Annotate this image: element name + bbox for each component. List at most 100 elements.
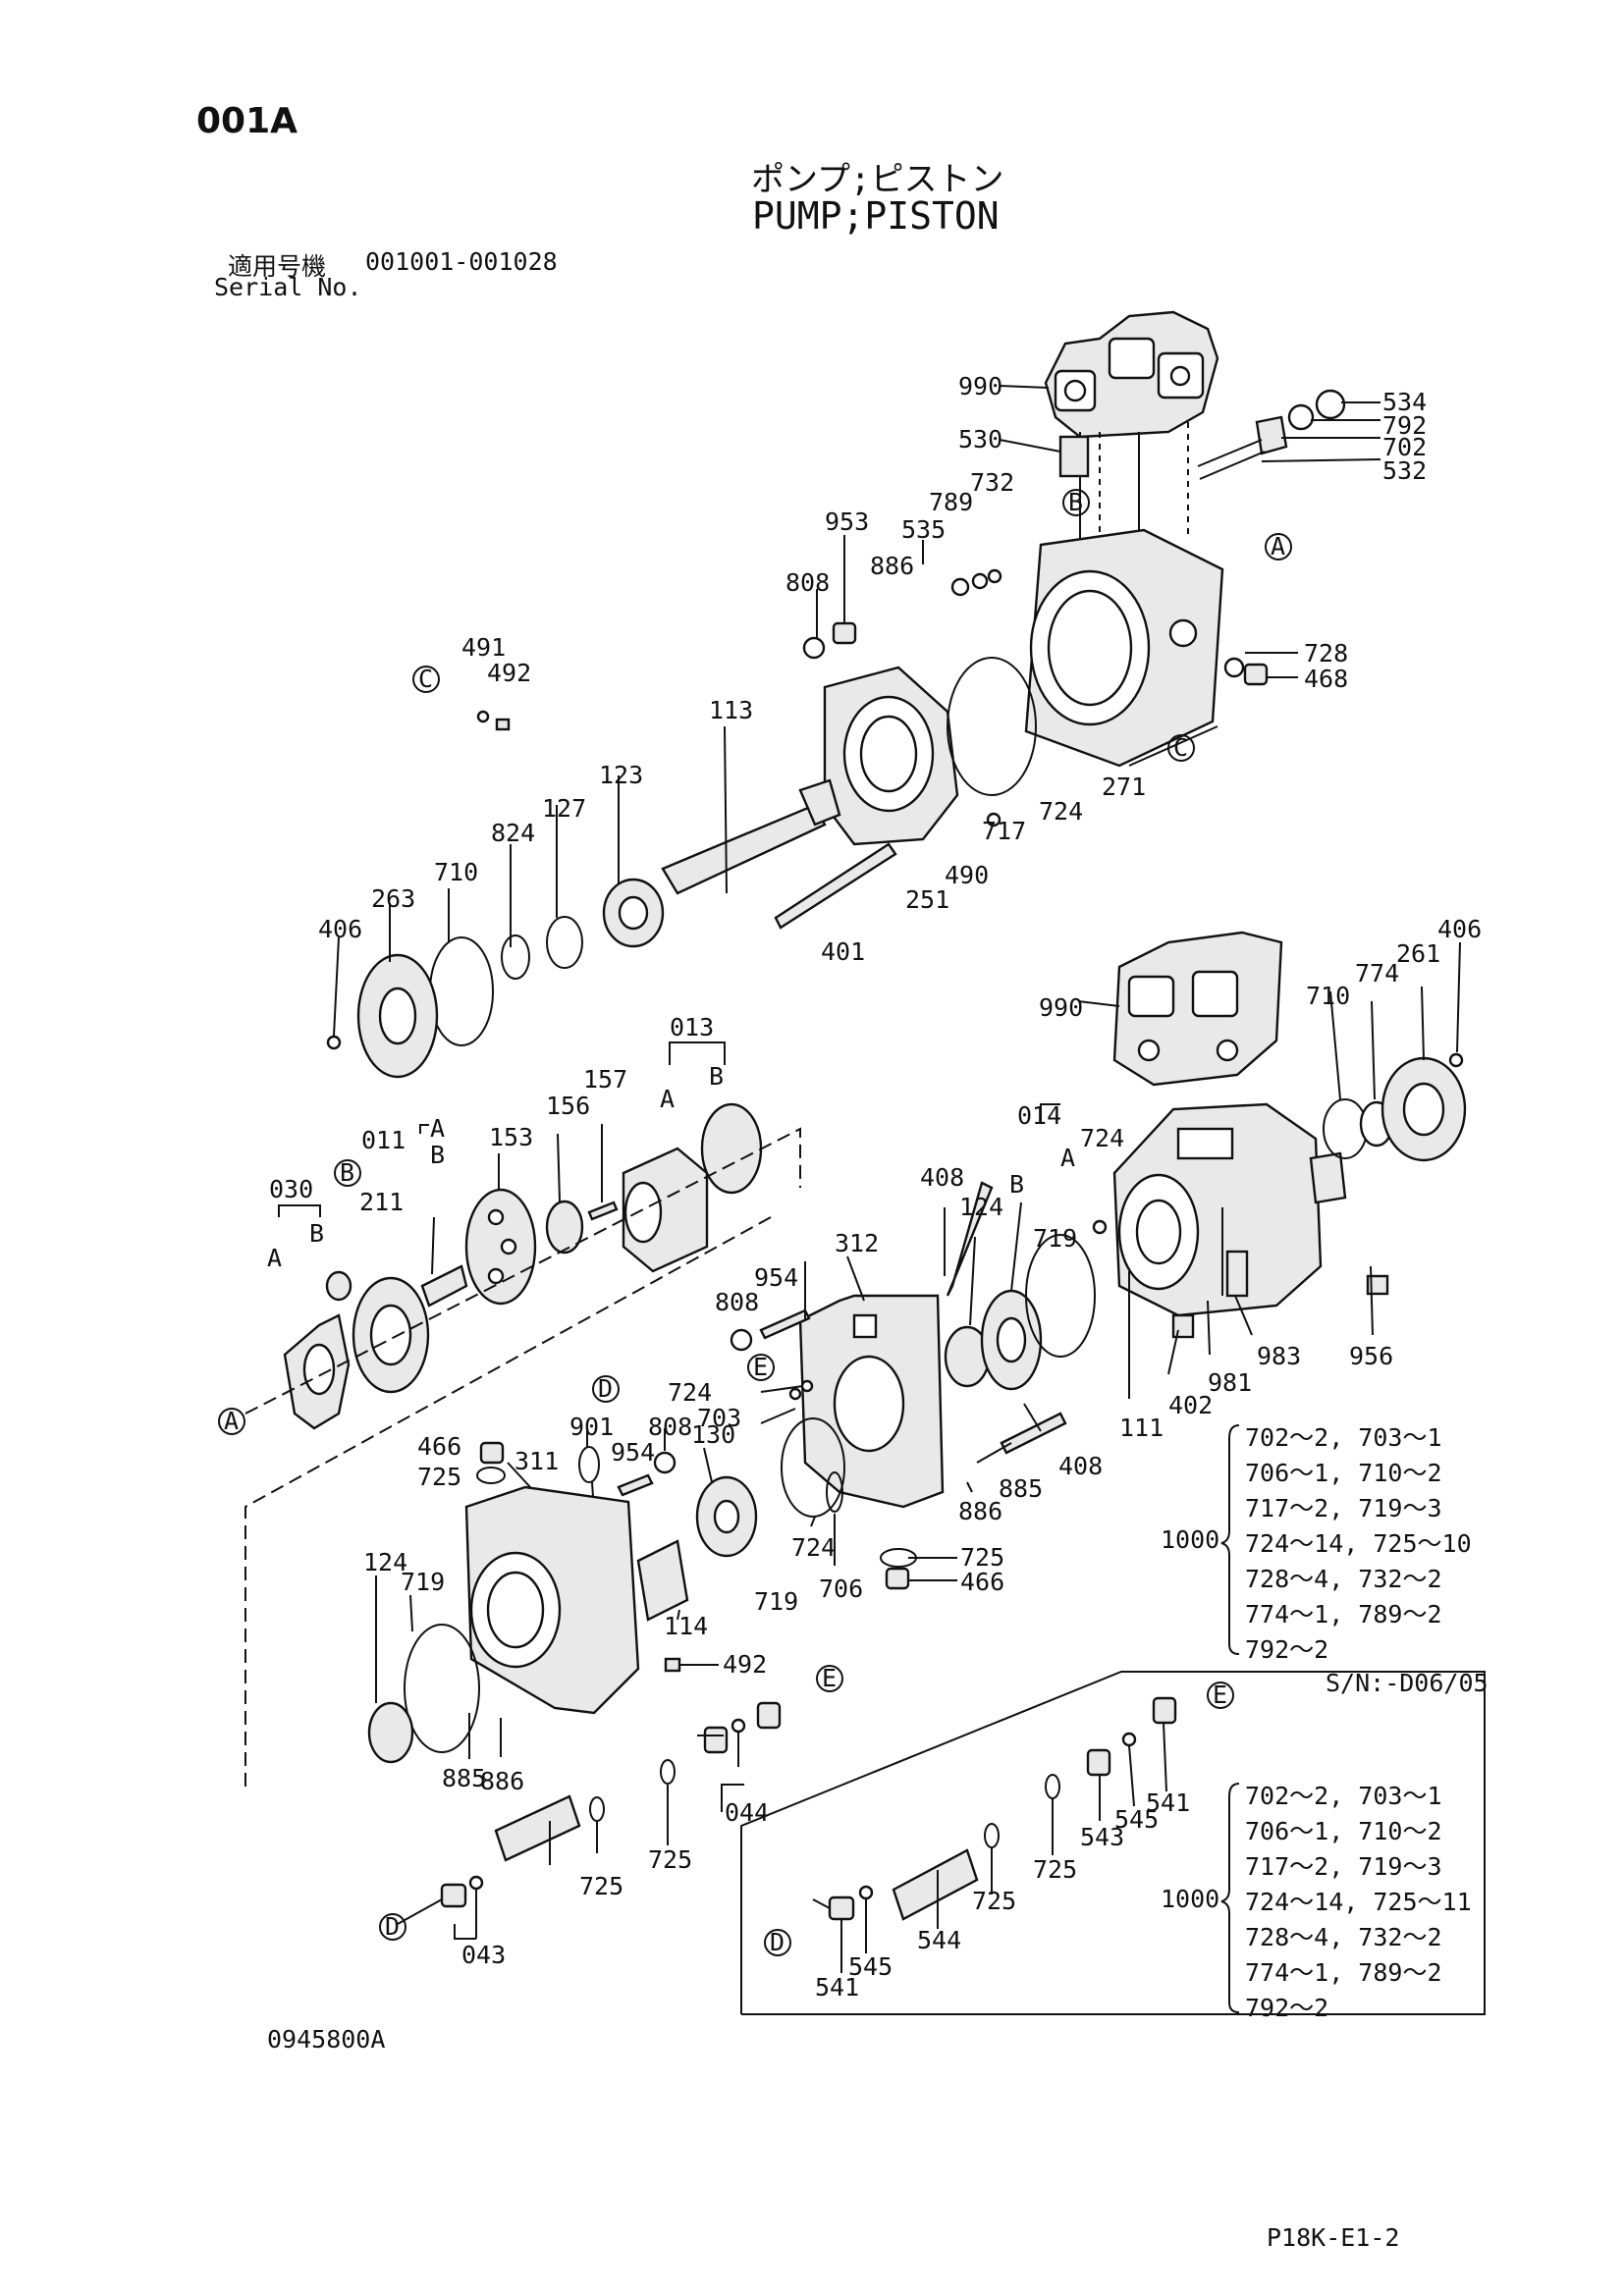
callout-030: 030 — [269, 1175, 313, 1203]
part-492-top — [495, 718, 511, 731]
part-466-left — [479, 1441, 505, 1465]
part-535 — [950, 577, 970, 597]
kit-brace-upper — [1220, 1424, 1240, 1655]
callout-808b: 808 — [715, 1288, 759, 1316]
part-728 — [1223, 657, 1245, 678]
part-127 — [546, 916, 583, 969]
callout-719a: 719 — [1033, 1224, 1077, 1253]
housing-311 — [464, 1485, 640, 1715]
callout-251: 251 — [905, 885, 949, 914]
callout-263: 263 — [371, 884, 415, 913]
serial-label-japanese: 適用号機 — [228, 252, 327, 281]
callout-545a: 545 — [1114, 1805, 1159, 1834]
letter-014-A: A — [1060, 1144, 1075, 1172]
kit-lower-qty: 1000 — [1161, 1885, 1220, 1913]
callout-886c: 886 — [480, 1767, 524, 1795]
letter-014-B: B — [1009, 1170, 1024, 1199]
part-808-mid — [730, 1328, 753, 1352]
callout-014: 014 — [1017, 1101, 1061, 1130]
bracket-014 — [1040, 1103, 1060, 1124]
part-703 — [788, 1387, 802, 1401]
callout-808c: 808 — [648, 1413, 692, 1441]
callout-789: 789 — [929, 488, 973, 516]
part-530 — [1058, 435, 1090, 478]
callout-123: 123 — [599, 761, 643, 789]
bracket-011 — [419, 1124, 429, 1134]
title-english: PUMP;PISTON — [752, 194, 1000, 238]
bolt-408-bottom — [1000, 1412, 1067, 1455]
letter-013-B: B — [709, 1062, 724, 1091]
part-719-right — [1025, 1234, 1096, 1358]
part-406-right — [1448, 1052, 1464, 1068]
callout-312: 312 — [835, 1229, 879, 1257]
part-956 — [1366, 1274, 1389, 1296]
regulator-990-middle — [1112, 931, 1283, 1087]
part-406-left — [326, 1035, 342, 1050]
bolt-401 — [774, 842, 897, 930]
callout-774: 774 — [1355, 959, 1399, 988]
kit-lower-line: 702～2, 703～1 — [1245, 1782, 1442, 1810]
callout-885a: 885 — [999, 1474, 1043, 1503]
marker-D-housing: D — [598, 1374, 613, 1403]
kit-lower-list: 702～2, 703～1 706～1, 710～2 717～2, 719～3 7… — [1245, 1779, 1472, 2026]
part-124-left — [367, 1701, 414, 1764]
part-261-seal-cover — [1380, 1056, 1467, 1162]
callout-717: 717 — [982, 817, 1026, 845]
marker-D-541: D — [770, 1928, 785, 1956]
marker-E-312: E — [753, 1353, 768, 1381]
callout-157: 157 — [583, 1065, 627, 1094]
callout-702: 702 — [1382, 433, 1427, 461]
kit-frame-lower — [740, 1671, 1486, 2015]
part-824 — [501, 934, 530, 980]
callout-725c: 725 — [648, 1845, 692, 1874]
callout-311: 311 — [514, 1447, 559, 1475]
callout-124b: 124 — [363, 1548, 407, 1576]
callout-408a: 408 — [920, 1163, 964, 1192]
part-545-lower — [858, 1885, 874, 1900]
callout-124a: 124 — [959, 1193, 1003, 1221]
part-710-left — [429, 936, 494, 1046]
marker-D-043: D — [385, 1912, 400, 1941]
serial-range: 001001-001028 — [365, 247, 558, 276]
callout-724d: 724 — [791, 1533, 836, 1562]
marker-A-swash: A — [224, 1407, 239, 1435]
callout-013: 013 — [670, 1013, 714, 1041]
marker-C-casing: C — [1173, 733, 1188, 762]
callout-541b: 541 — [815, 1973, 859, 2002]
part-719-left — [404, 1624, 480, 1753]
valve-plate-014 — [980, 1289, 1043, 1391]
part-954-lower — [617, 1473, 654, 1497]
kit-upper-line: 724～14, 725～10 — [1245, 1529, 1472, 1558]
callout-466b: 466 — [960, 1568, 1004, 1596]
assembly-541-545 — [1086, 1696, 1177, 1777]
callout-954b: 954 — [611, 1438, 655, 1467]
kit-upper-line: 717～2, 719～3 — [1245, 1494, 1442, 1522]
callout-535: 535 — [901, 515, 946, 544]
part-732 — [987, 568, 1002, 584]
callout-211: 211 — [359, 1188, 404, 1216]
regulator-990-top — [1044, 310, 1219, 550]
kit-upper-qty: 1000 — [1161, 1525, 1220, 1554]
pump-casing-271 — [1024, 528, 1224, 768]
valve-plate-013-B — [700, 1102, 763, 1195]
kit-upper-line: 702～2, 703～1 — [1245, 1423, 1442, 1452]
callout-111: 111 — [1119, 1414, 1164, 1442]
kit-upper-line: 792～2 — [1245, 1635, 1329, 1664]
callout-703: 703 — [697, 1404, 741, 1432]
callout-710b: 710 — [1306, 982, 1350, 1010]
rotary-group-boundary — [244, 1127, 801, 1415]
kit-lower-line: 717～2, 719～3 — [1245, 1852, 1442, 1881]
callout-724b: 724 — [1080, 1124, 1124, 1152]
callout-725e: 725 — [1033, 1855, 1077, 1884]
marker-B-030: B — [340, 1158, 354, 1187]
page-code: P18K-E1-2 — [1267, 2223, 1400, 2252]
callout-492b: 492 — [723, 1650, 767, 1679]
callout-885b: 885 — [442, 1764, 486, 1792]
part-541-lower — [828, 1896, 855, 1921]
letter-030-B: B — [309, 1219, 324, 1248]
marker-E-541: E — [1213, 1681, 1227, 1709]
callout-153: 153 — [489, 1123, 533, 1151]
callout-043: 043 — [461, 1941, 506, 1969]
adjust-screw-702-532 — [1197, 389, 1346, 480]
callout-543: 543 — [1080, 1823, 1124, 1851]
